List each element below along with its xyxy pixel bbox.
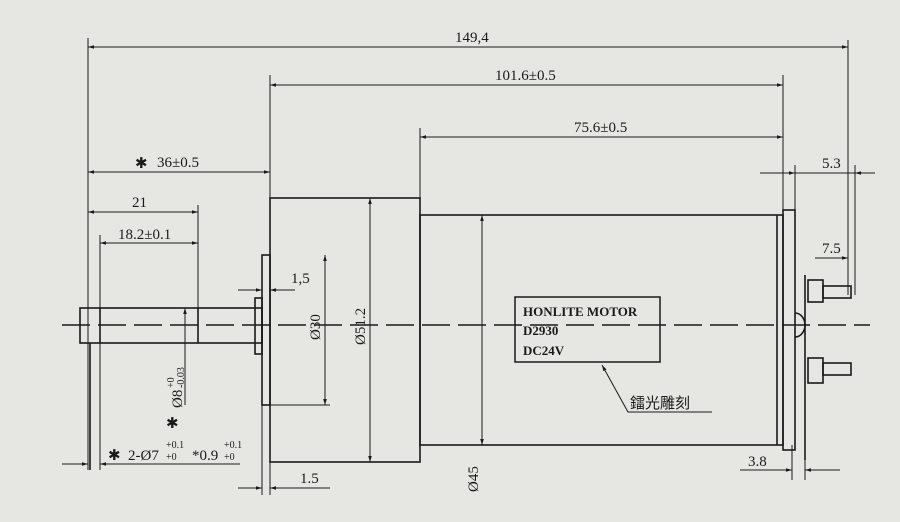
dim-36: 36±0.5 [157, 155, 199, 171]
dim-overall: 149,4 [455, 30, 489, 46]
svg-text:Ø8: Ø8 [170, 390, 186, 408]
terminal-top [807, 279, 824, 303]
dim-3-8: 3.8 [748, 454, 767, 470]
label-model: D2930 [523, 323, 558, 338]
leader-line [601, 364, 712, 413]
star-icon: ✱ [135, 156, 148, 172]
flange [261, 254, 271, 406]
dim-1-5-bottom: 1.5 [300, 471, 319, 487]
svg-text:+0.1: +0.1 [224, 440, 242, 451]
dim-7-5: 7.5 [822, 241, 841, 257]
svg-text:+0: +0 [166, 377, 177, 388]
dim-d30: Ø30 [308, 314, 324, 340]
star-icon: ✱ [108, 448, 121, 464]
extension-lines [87, 38, 856, 495]
dim-1-5-top: 1,5 [291, 271, 310, 287]
svg-text:+0: +0 [166, 452, 177, 463]
dim-5-3: 5.3 [822, 156, 841, 172]
laser-engraving-note: 鐳光雕刻 [630, 395, 690, 412]
svg-text:-0.03: -0.03 [176, 367, 187, 388]
dim-d8: Ø8 +0 -0.03 [166, 367, 187, 408]
end-cap [782, 209, 796, 451]
dim-d45: Ø45 [466, 466, 482, 492]
gearbox [269, 197, 421, 463]
svg-text:*0.9: *0.9 [192, 448, 218, 464]
dim-101: 101.6±0.5 [495, 68, 556, 84]
motor-body [419, 214, 784, 446]
terminal-bottom [807, 357, 824, 384]
motor-outline [79, 197, 852, 470]
dim-holes: ✱ 2-Ø7 +0.1 +0 *0.9 +0.1 +0 [108, 440, 242, 464]
dim-d51: Ø51.2 [353, 308, 369, 345]
dimension-lines [62, 45, 875, 490]
star-icon: ✱ [166, 416, 179, 432]
pilot-flange [254, 297, 263, 355]
dim-75: 75.6±0.5 [574, 120, 627, 136]
svg-text:+0: +0 [224, 452, 235, 463]
dim-18: 18.2±0.1 [118, 227, 171, 243]
dim-21: 21 [132, 195, 147, 211]
label-box: HONLITE MOTOR D2930 DC24V [514, 296, 661, 363]
svg-text:2-Ø7: 2-Ø7 [128, 448, 159, 464]
label-voltage: DC24V [523, 343, 565, 358]
label-brand: HONLITE MOTOR [523, 304, 638, 319]
svg-text:+0.1: +0.1 [166, 440, 184, 451]
